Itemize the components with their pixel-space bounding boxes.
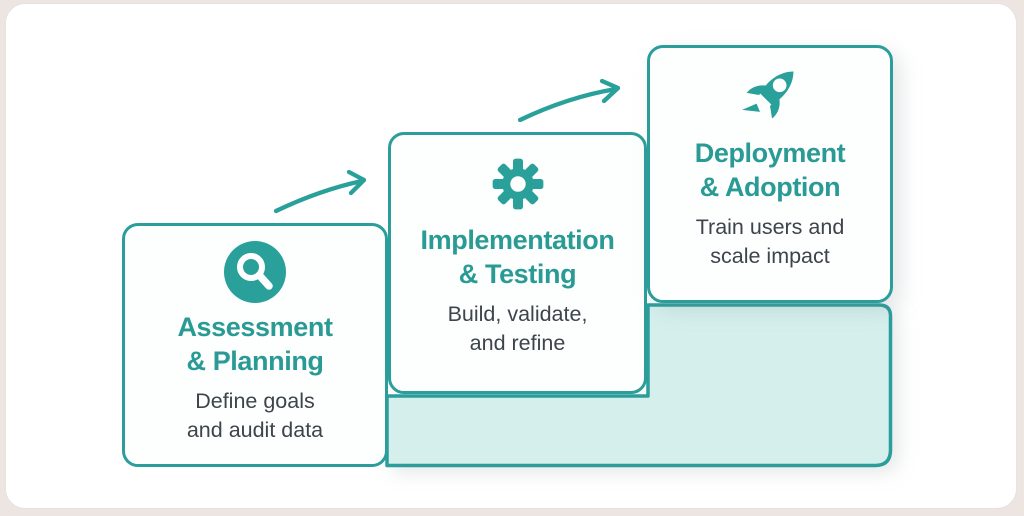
step-card-assessment-planning: Assessment & Planning Define goals and a… bbox=[122, 223, 388, 467]
step-title: Implementation & Testing bbox=[420, 225, 615, 289]
step-card-implementation-testing: Implementation & Testing Build, validate… bbox=[388, 132, 647, 394]
step-description: Train users and scale impact bbox=[695, 215, 845, 268]
step-card-deployment-adoption: Deployment & Adoption Train users and sc… bbox=[647, 45, 893, 303]
gear-icon bbox=[489, 155, 547, 213]
arrow-step1-to-step2 bbox=[273, 169, 367, 214]
step-description: Define goals and audit data bbox=[186, 389, 324, 442]
step-title: Assessment & Planning bbox=[177, 312, 333, 376]
magnifier-icon bbox=[223, 240, 287, 304]
step-title: Deployment & Adoption bbox=[694, 138, 846, 202]
rocket-icon bbox=[731, 56, 809, 134]
arrow-step2-to-step3 bbox=[517, 78, 621, 123]
step-description: Build, validate, and refine bbox=[447, 302, 588, 355]
